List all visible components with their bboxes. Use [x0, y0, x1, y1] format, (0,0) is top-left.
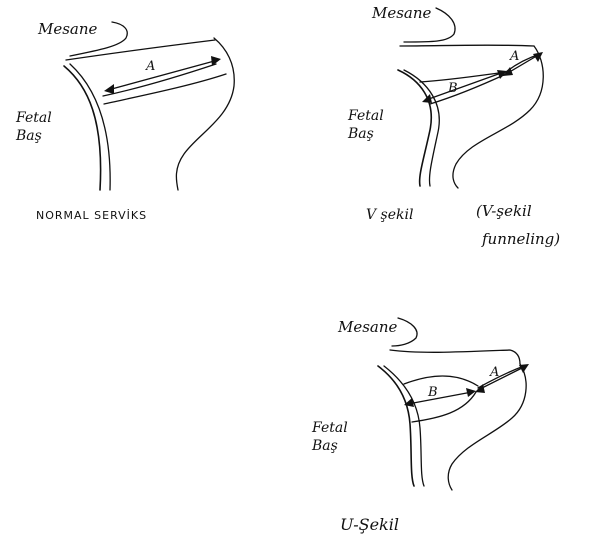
v-bladder-wall [400, 45, 534, 46]
v-measure-a-label: A [509, 49, 519, 64]
u-head-label-line2: Baş [311, 438, 338, 454]
normal-measure-a-line [108, 60, 218, 90]
u-funnel-lower-wall [412, 392, 476, 422]
u-caption: U-Şekil [340, 515, 399, 534]
u-funnel-upper-wall [404, 376, 478, 386]
u-measure-a-label: A [489, 365, 499, 380]
normal-fetal-head-curve-inner [70, 64, 110, 190]
v-head-label-line2: Baş [347, 126, 374, 142]
normal-measure-a-label: A [145, 59, 155, 74]
v-cervix-outer-body [453, 46, 543, 188]
panel-normal: Mesane A Fetal Baş NORMAL SERVİKS [15, 20, 234, 222]
v-caption: V şekil [366, 207, 413, 223]
u-measure-a-line [478, 366, 526, 390]
normal-cervix-lower-wall [104, 74, 226, 104]
normal-head-label-line1: Fetal [15, 110, 52, 126]
normal-measure-a-arrowhead-left [104, 84, 114, 94]
v-measure-b-arrowhead-left [422, 94, 432, 103]
u-fetal-head-curve-outer [378, 366, 414, 486]
v-caption-paren-line1: (V-şekil [476, 202, 532, 220]
normal-bladder-wall [66, 40, 215, 60]
panel-u-shape: Mesane A B Fetal Baş U-Şekil [311, 318, 529, 534]
u-measure-b-label: B [427, 385, 438, 400]
v-head-label-line1: Fetal [347, 108, 384, 124]
normal-head-label-line2: Baş [15, 128, 42, 144]
u-bladder-label: Mesane [337, 318, 398, 336]
normal-bladder-label: Mesane [37, 20, 98, 38]
v-caption-paren-line2: funneling) [481, 230, 560, 248]
v-bladder-label: Mesane [371, 4, 432, 22]
u-measure-b-line [408, 392, 472, 404]
panel-v-shape: Mesane A B Fetal Baş V şekil (V-şekil fu… [347, 4, 560, 248]
u-cervix-upper-wall [478, 366, 524, 388]
u-measure-b-arrowhead-right [466, 388, 476, 397]
normal-caption: NORMAL SERVİKS [36, 209, 147, 222]
u-bladder-wall [390, 350, 520, 364]
u-head-label-line1: Fetal [311, 420, 348, 436]
v-funnel-lower-wall [430, 74, 506, 104]
v-measure-b-line [426, 72, 504, 100]
normal-fetal-head-curve-outer [64, 66, 101, 190]
normal-cervix-outer-body [176, 38, 234, 190]
v-measure-b-label: B [447, 81, 458, 96]
